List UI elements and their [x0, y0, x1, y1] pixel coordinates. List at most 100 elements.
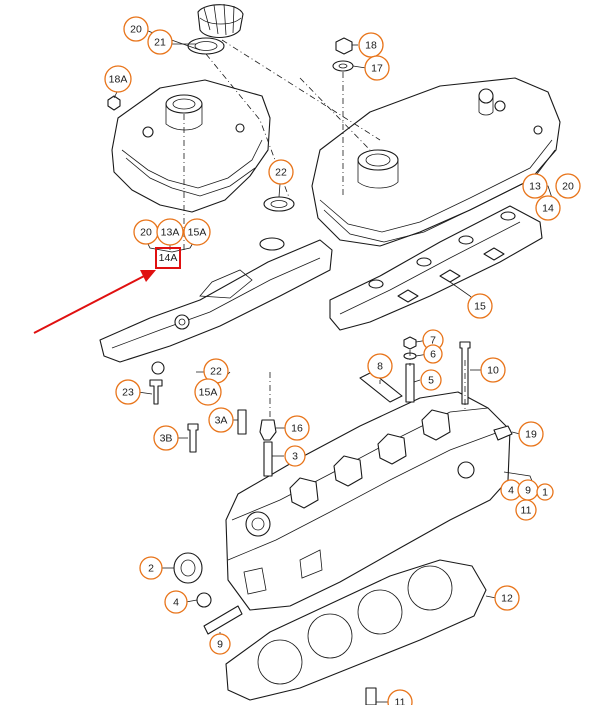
stud-5	[405, 363, 415, 403]
injector-seal-1	[368, 279, 384, 289]
callout-circle	[153, 425, 179, 451]
callout-circle	[164, 590, 188, 614]
callout-circle	[183, 218, 211, 246]
callout-circle	[284, 445, 306, 467]
callout-number: 10	[487, 365, 499, 377]
callout-circle	[555, 173, 581, 199]
callout-20b: 20	[133, 219, 159, 245]
callout-number: 1	[542, 487, 548, 499]
plug-19	[493, 425, 513, 441]
callout-circle	[536, 483, 554, 501]
callout-number: 4	[508, 485, 514, 497]
callout-9b: 9	[209, 633, 231, 655]
red-arrow	[33, 272, 151, 334]
callout-circle	[494, 585, 520, 611]
callout-number: 4	[173, 597, 179, 609]
injector-seal-3	[458, 235, 474, 245]
seal-4	[196, 592, 212, 608]
callout-number: 8	[377, 361, 383, 373]
fitting-16	[259, 419, 277, 441]
callout-13: 13	[522, 173, 548, 199]
bolt-11	[365, 687, 377, 706]
callout-number: 20	[130, 24, 142, 36]
callout-number: 15	[474, 301, 486, 313]
callout-number: 18A	[109, 74, 128, 86]
callout-14: 14	[535, 195, 561, 221]
callout-circle	[268, 159, 294, 185]
callout-circle	[139, 556, 163, 580]
callout-2: 2	[139, 556, 163, 580]
right-cover-gasket	[329, 205, 543, 331]
bolt-18A	[107, 95, 121, 111]
injector-seal-2	[416, 257, 432, 267]
callout-20c: 20	[555, 173, 581, 199]
stud-9	[203, 605, 243, 635]
callout-circle	[467, 293, 493, 319]
callout-circle	[147, 29, 173, 55]
nut-7	[403, 336, 417, 350]
callout-18: 18	[358, 32, 384, 58]
left-cover-gasket	[99, 237, 333, 375]
callout-22a: 22	[268, 159, 294, 185]
callout-circle	[209, 633, 231, 655]
assembly-lines	[183, 39, 466, 420]
callout-number: 12	[501, 593, 513, 605]
callout-number: 17	[371, 63, 383, 75]
callout-3B: 3B	[153, 425, 179, 451]
callout-number: 22	[275, 167, 287, 179]
callout-number: 9	[525, 485, 531, 497]
callout-circle	[123, 16, 149, 42]
bolt-23	[149, 379, 163, 405]
callout-circle	[515, 499, 537, 521]
callout-8: 8	[367, 353, 393, 379]
callout-15: 15	[467, 293, 493, 319]
callout-number: 15A	[188, 227, 207, 239]
callout-circle	[423, 344, 443, 364]
camshaft-bearing-caps	[289, 409, 451, 509]
oil-filler-cap	[197, 3, 244, 39]
callout-18A: 18A	[104, 65, 132, 93]
callout-circle	[522, 173, 548, 199]
callout-number: 15A	[199, 387, 218, 399]
callout-circle	[104, 65, 132, 93]
callout-11b: 11	[387, 689, 413, 710]
callout-circle	[367, 353, 393, 379]
callout-circle	[194, 378, 222, 406]
highlighted-label: 14A	[159, 252, 178, 264]
left-cylinder-head-cover	[111, 79, 271, 213]
callout-number: 2	[148, 563, 154, 575]
red-arrowhead	[140, 270, 156, 282]
cylinder-head	[225, 391, 511, 611]
callout-3: 3	[284, 445, 306, 467]
washer-17	[332, 60, 354, 72]
callout-number: 5	[428, 375, 434, 387]
callout-4b: 4	[164, 590, 188, 614]
callout-number: 11	[395, 697, 406, 706]
callout-circle	[364, 55, 390, 81]
callout-circle	[535, 195, 561, 221]
right-cylinder-head-cover	[311, 77, 561, 247]
callout-number: 19	[525, 429, 537, 441]
callout-circle	[156, 218, 184, 246]
callout-number: 3A	[215, 415, 228, 427]
callout-number: 3	[292, 451, 298, 463]
callout-1: 1	[536, 483, 554, 501]
seal-2	[173, 552, 203, 584]
callout-10: 10	[480, 357, 506, 383]
callout-number: 14	[542, 203, 554, 215]
stud-3A	[237, 409, 247, 435]
callout-circle	[518, 421, 544, 447]
stud-3	[263, 441, 273, 477]
callout-number: 6	[430, 349, 436, 361]
callout-number: 11	[521, 505, 532, 517]
cylinder-head-gasket	[225, 559, 487, 701]
stud-8	[359, 371, 403, 403]
callout-circle	[480, 357, 506, 383]
callout-3A: 3A	[208, 407, 234, 433]
highlight-annotation	[33, 247, 181, 334]
callout-number: 20	[140, 227, 152, 239]
callout-number: 23	[122, 387, 134, 399]
callout-circle	[420, 369, 442, 391]
